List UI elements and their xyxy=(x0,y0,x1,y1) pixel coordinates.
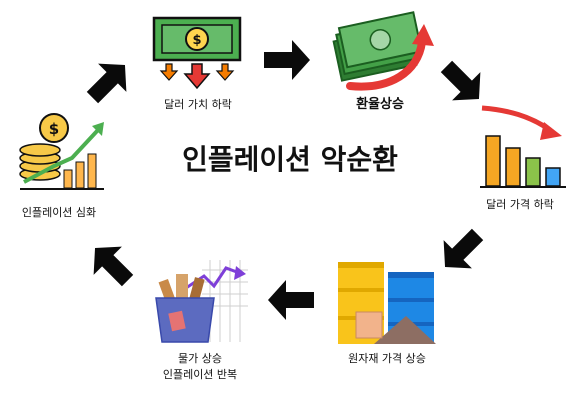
step-label-price-rise: 물가 상승 xyxy=(178,352,222,365)
arrow-6-to-1 xyxy=(78,50,140,112)
money-up-icon xyxy=(332,11,434,91)
arrow-5-to-6 xyxy=(80,233,142,295)
step-label-dollar-price-drop: 달러 가격 하락 xyxy=(486,198,554,211)
arrow-1-to-2 xyxy=(264,40,310,80)
shopping-bag-price-icon xyxy=(155,260,248,343)
coins-growth-chart-icon: $ xyxy=(19,113,104,190)
step-label-inflation-deepening: 인플레이션 심화 xyxy=(21,206,97,219)
falling-bar-chart-icon xyxy=(480,105,566,188)
money-down-icon: $ xyxy=(152,16,242,90)
step-label-exchange-rate-rise: 환율상승 xyxy=(356,97,404,112)
diagram-title: 인플레이션 악순환 xyxy=(182,143,398,176)
svg-text:$: $ xyxy=(49,120,59,138)
step-label-inflation-repeat: 인플레이션 반복 xyxy=(162,368,238,381)
step-label-raw-material-price-rise: 원자재 가격 상승 xyxy=(348,352,426,365)
arrow-3-to-4 xyxy=(430,220,492,282)
step-label-dollar-value-drop: 달러 가치 하락 xyxy=(164,98,232,111)
svg-text:$: $ xyxy=(192,33,201,48)
arrow-4-to-5 xyxy=(268,280,314,320)
commodity-barrels-icon xyxy=(338,262,436,344)
